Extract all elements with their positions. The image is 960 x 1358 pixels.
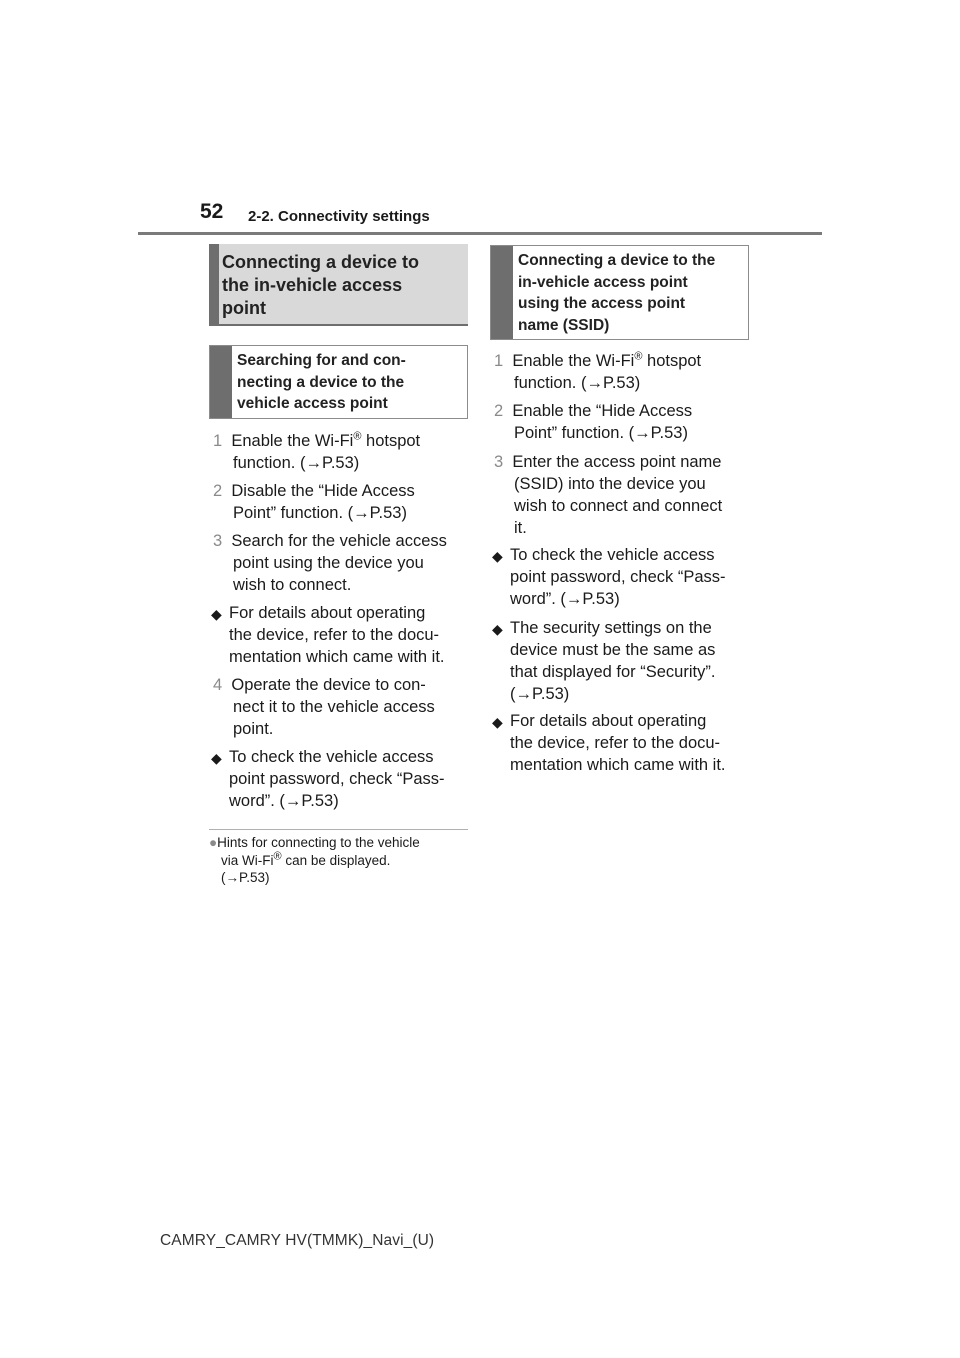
bullet-line: To check the vehicle access [510, 546, 715, 564]
bullet-line: For details about operating [510, 712, 707, 730]
bullet-line: point password, check “Pass- [510, 568, 726, 586]
step-2-line-2: Point” function. (→P.53) [233, 504, 407, 522]
step-4-line-3: point. [233, 720, 274, 738]
registered-mark: ® [273, 850, 282, 863]
step-3-line-1: 3 Search for the vehicle access [213, 531, 447, 553]
step-1-line-1: 1 Enable the Wi-Fi® hotspot [213, 431, 420, 453]
heading-accent-bar [209, 244, 219, 324]
sub-heading-line: in-vehicle access point [518, 273, 688, 291]
step-text: Operate the device to con- [231, 676, 426, 694]
bullet-line: (→P.53) [510, 685, 570, 703]
bullet-line: device must be the same as [510, 641, 716, 659]
sub-heading-line: using the access point [518, 295, 686, 312]
note-text: via Wi-Fi [221, 853, 274, 868]
diamond-bullet-icon: ◆ [211, 606, 222, 622]
right-step-3-line-2: (SSID) into the device you [514, 475, 706, 493]
step-3-line-2: point using the device you [233, 554, 424, 572]
note-line-1: ●Hints for connecting to the vehicle [209, 834, 420, 851]
bullet-line: To check the vehicle access [229, 748, 434, 766]
diamond-bullet-icon: ◆ [492, 714, 503, 730]
sub-heading-line: Connecting a device to the [518, 252, 716, 269]
sub-heading-line: necting a device to the [237, 373, 405, 391]
step-number: 2 [494, 402, 504, 420]
bullet-line: mentation which came with it. [229, 648, 445, 666]
bullet-line: point password, check “Pass- [229, 770, 445, 788]
step-text: Enable the Wi-Fi [231, 432, 354, 450]
page-number: 52 [200, 200, 224, 223]
right-step-3-line-4: it. [514, 519, 527, 537]
step-text: Enable the “Hide Access [512, 402, 693, 420]
sub-heading-right: Connecting a device to the in-vehicle ac… [518, 250, 715, 336]
step-number: 1 [213, 432, 223, 450]
note-text: Hints for connecting to the vehicle [217, 835, 420, 850]
bullet-line: that displayed for “Security”. [510, 663, 716, 681]
step-text: hotspot [361, 432, 421, 450]
step-number: 3 [494, 453, 504, 471]
header-rule [138, 232, 822, 235]
step-number: 3 [213, 532, 223, 550]
step-3-line-3: wish to connect. [233, 576, 352, 594]
right-step-2-line-2: Point” function. (→P.53) [514, 424, 688, 442]
right-step-1-line-2: function. (→P.53) [514, 374, 641, 392]
sub-heading-left: Searching for and con- necting a device … [237, 350, 406, 415]
sub-heading-accent-bar [210, 346, 232, 418]
registered-mark: ® [353, 430, 362, 443]
main-heading-line: Connecting a device to [222, 252, 420, 272]
step-4-line-1: 4 Operate the device to con- [213, 675, 426, 697]
note-line-3: (→P.53) [221, 870, 270, 885]
note-dot-icon: ● [209, 835, 218, 850]
bullet-line: For details about operating [229, 604, 426, 622]
bullet-line: word”. (→P.53) [510, 590, 620, 608]
step-text: Enter the access point name [512, 453, 722, 471]
step-4-line-2: nect it to the vehicle access [233, 698, 435, 716]
sub-heading-box-right: Connecting a device to the in-vehicle ac… [490, 245, 749, 340]
note-rule [209, 829, 468, 830]
sub-heading-box-left: Searching for and con- necting a device … [209, 345, 468, 419]
right-step-3-line-3: wish to connect and connect [514, 497, 723, 515]
bullet-line: word”. (→P.53) [229, 792, 339, 810]
section-title: 2-2. Connectivity settings [248, 208, 430, 225]
sub-heading-line: vehicle access point [237, 395, 388, 412]
bullet-line: mentation which came with it. [510, 756, 726, 774]
document-footer: CAMRY_CAMRY HV(TMMK)_Navi_(U) [160, 1232, 435, 1249]
registered-mark: ® [634, 350, 643, 363]
step-text: Enable the Wi-Fi [512, 352, 635, 370]
right-step-1-line-1: 1 Enable the Wi-Fi® hotspot [494, 351, 701, 373]
diamond-bullet-icon: ◆ [211, 750, 222, 766]
right-step-3-line-1: 3 Enter the access point name [494, 452, 721, 474]
step-number: 2 [213, 482, 223, 500]
step-2-line-1: 2 Disable the “Hide Access [213, 481, 415, 503]
diamond-bullet-icon: ◆ [492, 548, 503, 564]
bullet-line: The security settings on the [510, 619, 712, 637]
sub-heading-line: Searching for and con- [237, 352, 406, 369]
step-1-line-2: function. (→P.53) [233, 454, 360, 472]
main-heading-line: the in-vehicle access [222, 275, 403, 295]
main-heading-line: point [222, 298, 266, 318]
right-step-2-line-1: 2 Enable the “Hide Access [494, 401, 692, 423]
main-heading: Connecting a device to the in-vehicle ac… [222, 251, 458, 320]
sub-heading-accent-bar [491, 246, 513, 339]
step-number: 4 [213, 676, 223, 694]
step-text: hotspot [642, 352, 702, 370]
step-number: 1 [494, 352, 504, 370]
step-text: Search for the vehicle access [231, 532, 447, 550]
note-text: can be displayed. [281, 853, 391, 868]
main-heading-box: Connecting a device to the in-vehicle ac… [209, 244, 468, 326]
sub-heading-line: name (SSID) [518, 316, 610, 334]
step-text: Disable the “Hide Access [231, 482, 415, 500]
note-line-2: via Wi-Fi® can be displayed. [221, 850, 391, 869]
bullet-line: the device, refer to the docu- [510, 734, 721, 752]
diamond-bullet-icon: ◆ [492, 621, 503, 637]
bullet-line: the device, refer to the docu- [229, 626, 440, 644]
